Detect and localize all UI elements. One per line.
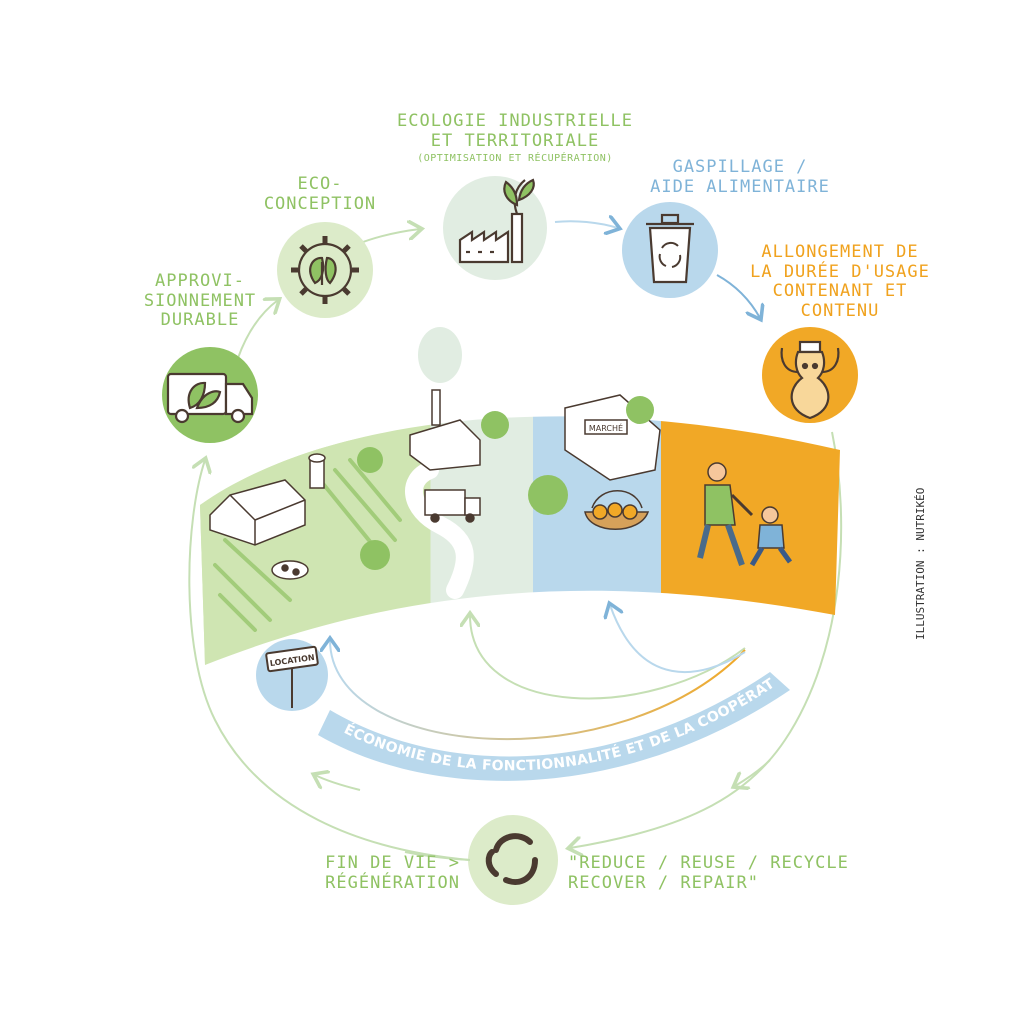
illustration-credit: ILLUSTRATION : NUTRIKÉO — [914, 487, 927, 640]
factory-plant-icon — [458, 178, 535, 264]
arc-gear-to-factory — [354, 229, 420, 246]
station-bottle — [762, 327, 858, 423]
arc-bottle-down — [570, 431, 843, 848]
recycle-arrows-icon — [485, 833, 538, 885]
return-arrow-1 — [470, 615, 746, 700]
arc-bottom-right-arrow — [735, 759, 771, 786]
eco-conception-label: ECO- CONCEPTION — [263, 174, 377, 214]
location-sign-icon — [265, 645, 319, 708]
field-stripes — [213, 458, 402, 632]
farm-illustration — [209, 447, 390, 580]
family-illustration — [697, 462, 793, 567]
arc-bottom-left-arrow — [315, 775, 361, 791]
station-location: LOCATION — [256, 639, 328, 711]
station-truck — [162, 347, 258, 443]
market-illustration: MARCHÉ — [528, 394, 661, 530]
station-gear — [277, 222, 373, 318]
inner-arrows — [330, 605, 746, 741]
gear-leaf-icon — [291, 236, 359, 304]
arc-factory-to-trash — [554, 221, 618, 228]
station-recycle — [468, 815, 558, 905]
station-factory — [443, 176, 547, 280]
landscape-band — [200, 416, 840, 665]
reduce-reuse-label: "REDUCE / REUSE / RECYCLE RECOVER / REPA… — [568, 853, 849, 893]
recycle-bin-icon — [646, 213, 694, 284]
strong-bottle-icon — [780, 340, 840, 420]
allongement-label: ALLONGEMENT DE LA DURÉE D'USAGE CONTENAN… — [750, 242, 930, 321]
factory-illustration — [409, 327, 509, 523]
fin-de-vie-label: FIN DE VIE > RÉGÉNÉRATION — [325, 853, 460, 893]
approvisionnement-label: APPROVI- SIONNEMENT DURABLE — [143, 271, 257, 331]
marche-sign-label: MARCHÉ — [589, 422, 623, 433]
return-arrow-2 — [330, 640, 746, 741]
economie-label: ÉCONOMIE DE LA FONCTIONNALITÉ ET DE LA C… — [0, 0, 778, 774]
ecologie-subtitle: (OPTIMISATION ET RÉCUPÉRATION) — [417, 153, 613, 164]
return-arrow-3 — [610, 605, 746, 674]
arc-recycle-up — [188, 460, 471, 861]
gaspillage-label: GASPILLAGE / AIDE ALIMENTAIRE — [650, 157, 830, 197]
arc-trash-to-bottle — [716, 274, 760, 318]
arc-truck-to-gear — [237, 300, 278, 359]
ecologie-title: ECOLOGIE INDUSTRIELLE ET TERRITORIALE — [397, 111, 633, 151]
station-trash — [622, 202, 718, 298]
truck-leaf-icon — [166, 372, 254, 424]
road — [405, 461, 474, 599]
recycle-to-left-arrow — [404, 851, 471, 861]
banner-shape — [318, 672, 790, 781]
